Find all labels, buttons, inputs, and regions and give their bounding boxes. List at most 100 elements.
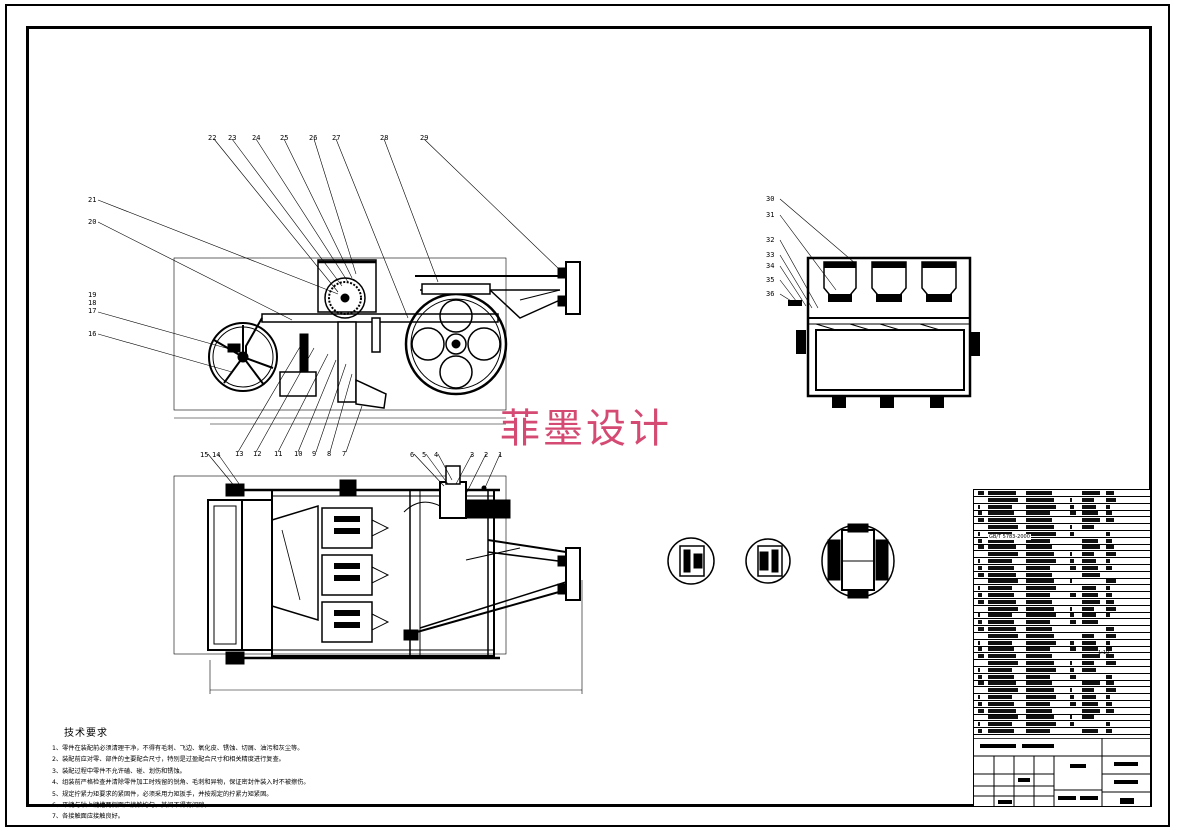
bom-cell bbox=[1026, 559, 1056, 563]
bom-cell bbox=[988, 565, 1014, 570]
bom-cell bbox=[978, 531, 980, 536]
bom-row bbox=[974, 619, 1150, 627]
bom-cell bbox=[1070, 722, 1074, 727]
bom-cell bbox=[1026, 627, 1052, 631]
bom-row bbox=[974, 578, 1150, 586]
bom-cell bbox=[1082, 647, 1098, 652]
callout-end-view: 31 bbox=[766, 211, 775, 219]
bom-cell bbox=[1026, 511, 1050, 516]
bom-cell bbox=[1106, 681, 1114, 686]
bom-cell bbox=[978, 491, 984, 495]
callout-side-left: 18 bbox=[88, 299, 97, 307]
bom-row bbox=[974, 633, 1150, 640]
bom-cell bbox=[1070, 531, 1074, 536]
watermark-text: 菲墨设计 bbox=[500, 406, 672, 452]
bom-cell bbox=[978, 572, 984, 577]
bom-cell bbox=[978, 518, 984, 523]
callout-side-top: 28 bbox=[380, 134, 389, 142]
leader-lines bbox=[97, 138, 857, 495]
bom-cell bbox=[1082, 688, 1094, 693]
bom-cell bbox=[988, 613, 1012, 618]
bom-cell bbox=[988, 593, 1014, 597]
detail-views bbox=[667, 523, 895, 599]
bom-cell bbox=[1070, 640, 1074, 645]
bom-cell bbox=[1082, 565, 1098, 570]
bom-cell bbox=[1070, 593, 1076, 597]
bom-cell bbox=[988, 525, 1018, 529]
bom-row bbox=[974, 646, 1150, 654]
bom-cell bbox=[1082, 633, 1094, 638]
callout-end-view: 35 bbox=[766, 276, 775, 284]
bom-cell bbox=[978, 674, 982, 679]
bom-row bbox=[974, 524, 1150, 531]
bom-cell bbox=[1082, 525, 1094, 529]
callout-side-left: 21 bbox=[88, 196, 97, 204]
bom-cell bbox=[1082, 667, 1096, 672]
bom-row bbox=[974, 714, 1150, 722]
bom-cell bbox=[1106, 565, 1112, 570]
bom-cell bbox=[1070, 565, 1076, 570]
callout-side-top: 29 bbox=[420, 134, 429, 142]
bom-row bbox=[974, 694, 1150, 701]
bom-row bbox=[974, 531, 1150, 538]
bom-row bbox=[974, 504, 1150, 511]
bom-cell bbox=[988, 722, 1012, 727]
bom-cell bbox=[1106, 559, 1110, 563]
bom-cell bbox=[1070, 606, 1072, 611]
bom-cell bbox=[1070, 674, 1076, 679]
bom-cell bbox=[1106, 695, 1110, 699]
bom-cell bbox=[1026, 586, 1056, 591]
bom-cell bbox=[1026, 593, 1050, 597]
callout-side-left: 16 bbox=[88, 330, 97, 338]
callout-end-view: 30 bbox=[766, 195, 775, 203]
bom-cell bbox=[988, 518, 1016, 523]
bom-cell bbox=[1106, 531, 1110, 536]
bom-cell bbox=[1026, 701, 1050, 706]
bom-cell bbox=[988, 695, 1012, 699]
bom-cell bbox=[988, 497, 1018, 502]
bom-row bbox=[974, 674, 1150, 681]
bom-row bbox=[974, 612, 1150, 620]
bom-cell bbox=[1106, 647, 1112, 652]
bom-cell bbox=[988, 654, 1016, 659]
bom-cell bbox=[1026, 674, 1050, 679]
callout-plan-right: 3 bbox=[470, 451, 475, 459]
bom-cell bbox=[1082, 620, 1098, 625]
bom-cell bbox=[978, 667, 980, 672]
bom-cell bbox=[1082, 511, 1098, 516]
bom-row bbox=[974, 517, 1150, 525]
bom-cell bbox=[1082, 640, 1096, 645]
title-block-scale: 1:10 bbox=[1098, 650, 1110, 656]
bom-cell bbox=[978, 620, 982, 625]
bom-cell bbox=[1026, 613, 1056, 618]
bom-cell bbox=[988, 552, 1018, 557]
callout-plan-left: 15 bbox=[200, 451, 209, 459]
bom-cell bbox=[1106, 722, 1110, 727]
bom-cell bbox=[1026, 497, 1054, 502]
bom-cell bbox=[988, 579, 1018, 584]
bom-cell bbox=[1026, 518, 1052, 523]
bom-cell bbox=[1082, 572, 1100, 577]
bom-cell bbox=[1106, 674, 1112, 679]
bom-cell bbox=[1082, 681, 1100, 686]
bom-cell bbox=[1106, 654, 1114, 659]
bom-cell bbox=[1070, 504, 1074, 509]
bom-cell bbox=[1106, 593, 1112, 597]
bom-cell bbox=[1106, 504, 1110, 509]
bom-row bbox=[974, 687, 1150, 695]
bom-cell bbox=[1070, 511, 1076, 516]
bom-cell bbox=[1082, 654, 1100, 659]
callout-side-bottom: 9 bbox=[312, 450, 317, 458]
callout-side-left: 17 bbox=[88, 307, 97, 315]
callout-side-bottom: 10 bbox=[294, 450, 303, 458]
callout-side-bottom: 13 bbox=[235, 450, 244, 458]
bom-cell bbox=[978, 654, 984, 659]
bom-cell bbox=[1070, 579, 1072, 584]
callout-plan-right: 4 bbox=[434, 451, 439, 459]
bom-cell bbox=[978, 545, 984, 550]
bom-cell bbox=[1082, 491, 1100, 495]
bom-cell bbox=[978, 695, 980, 699]
bom-cell bbox=[988, 633, 1018, 638]
